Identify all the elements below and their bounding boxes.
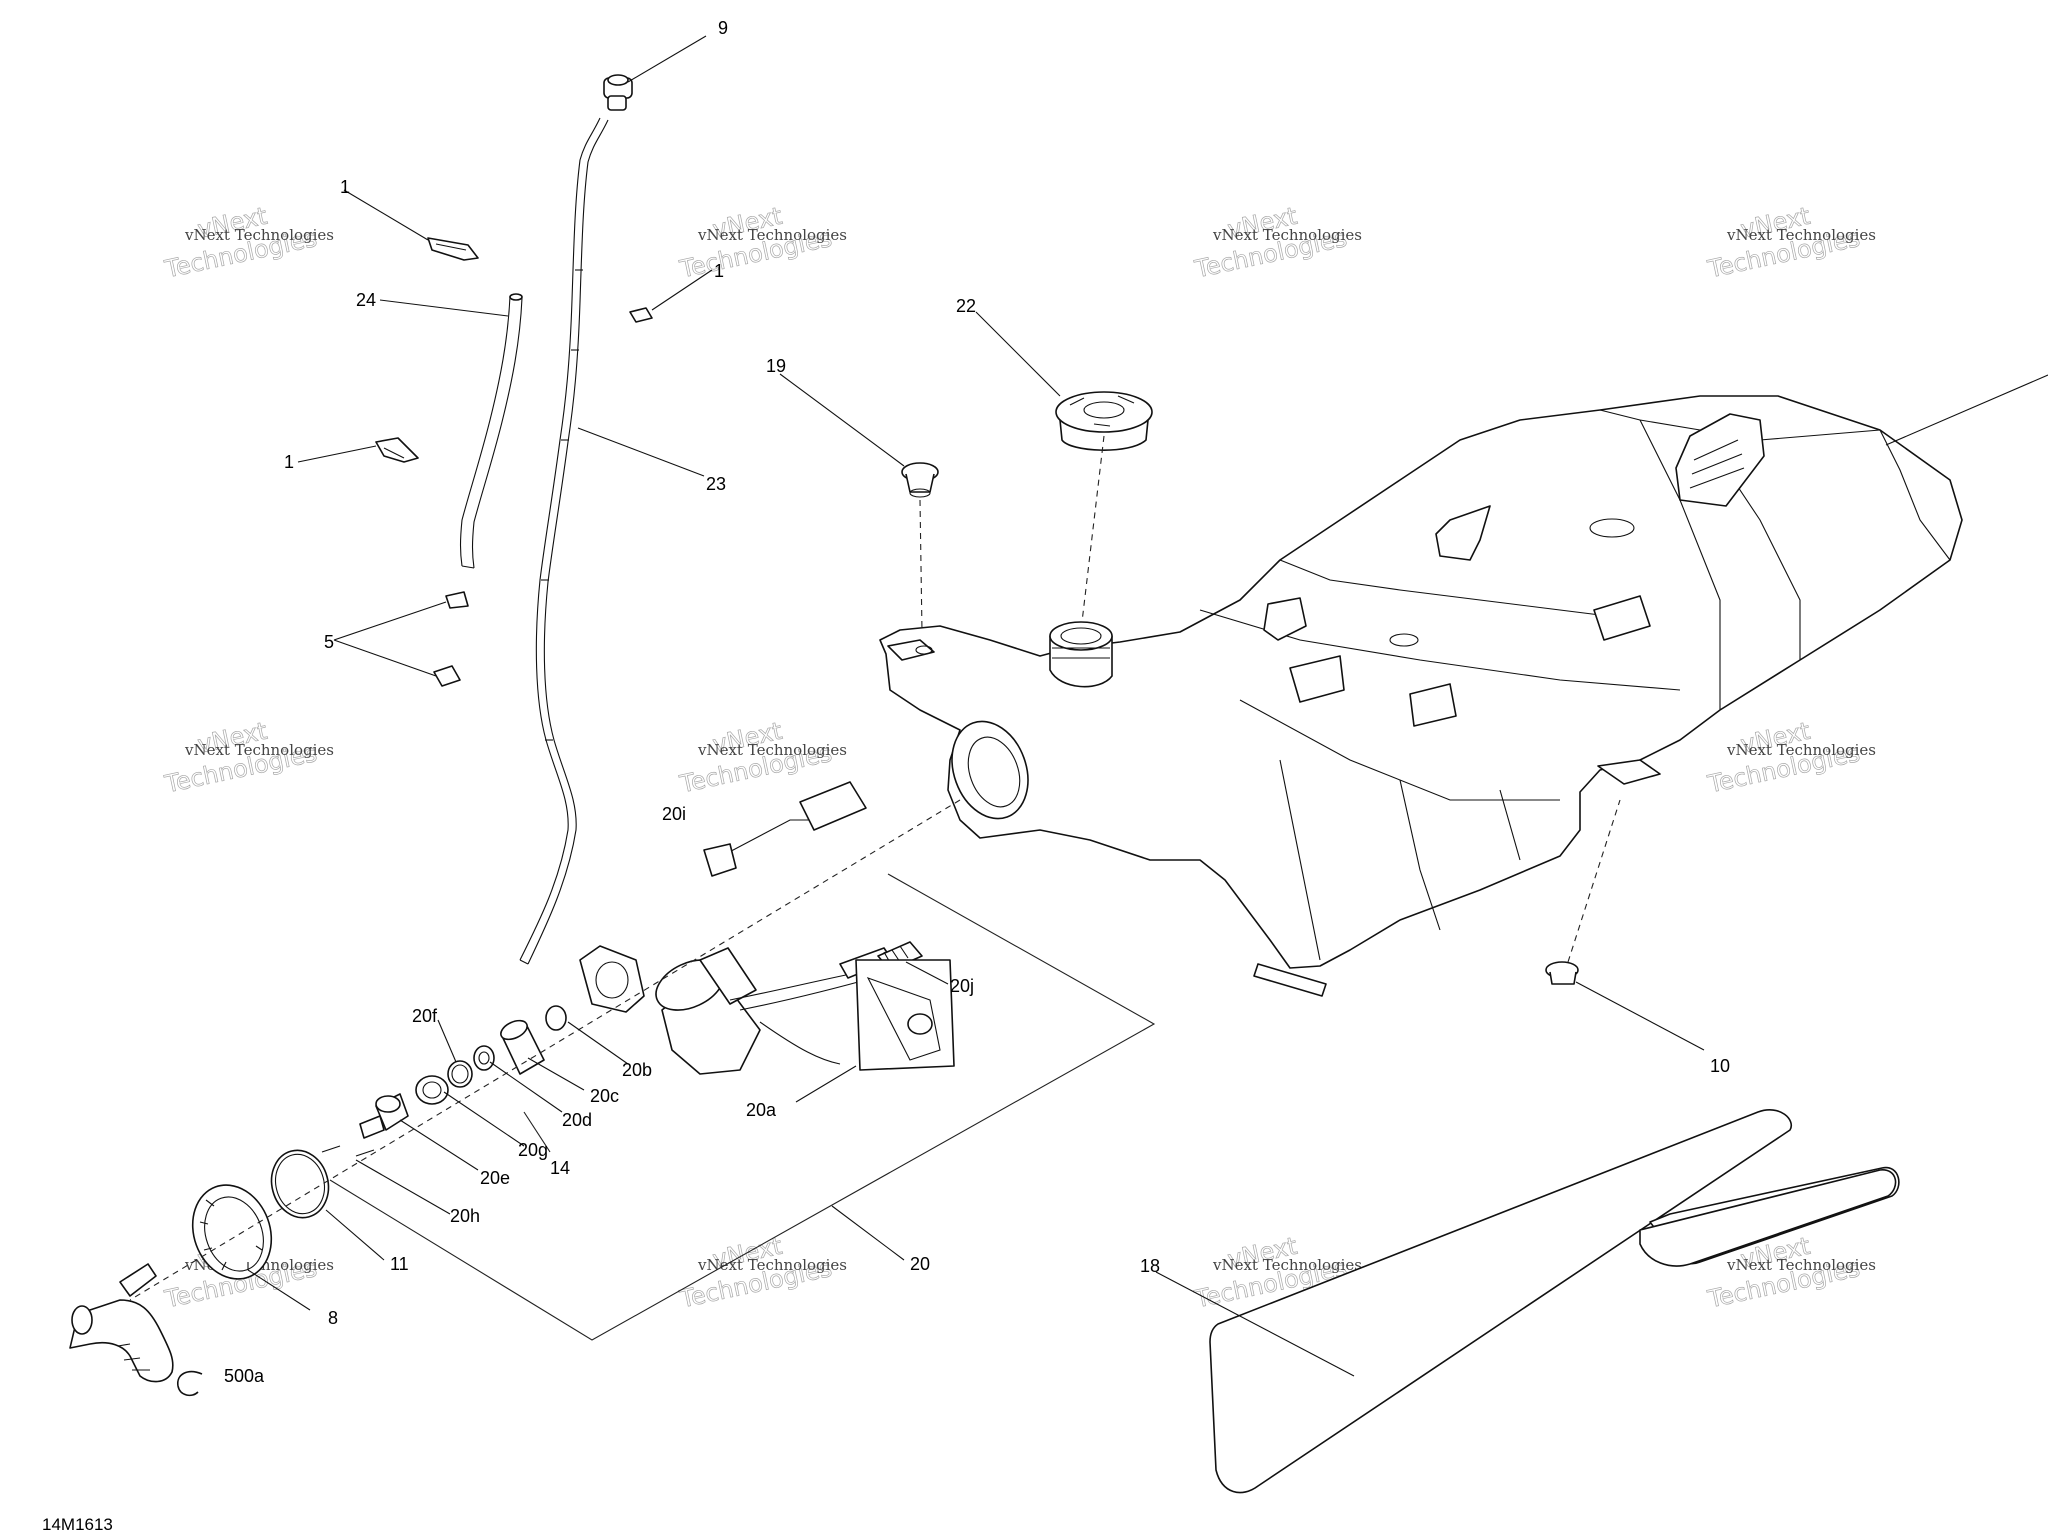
part-clip-1b [629,307,653,323]
part-grommet-19 [901,462,939,498]
callout-11: 11 [390,1254,409,1274]
callout-18: 18 [1140,1256,1160,1276]
assembly-line-22 [1081,435,1105,623]
part-clamp-5b [433,665,461,687]
callout-20j: 20j [950,976,974,996]
part-ring-20d [473,1045,495,1071]
kit-bracket-20 [329,873,1156,1341]
part-clamp-5a [445,591,469,609]
part-heat-shield-18 [1209,1109,1900,1494]
part-fuel-line-elbow [69,1263,174,1383]
part-gasket-11 [270,1149,330,1219]
callout-19: 19 [766,356,786,376]
part-hose-24 [459,293,523,569]
part-clip-1c [375,437,419,463]
callout-8: 8 [328,1308,338,1328]
watermark-text-small: vNext Technologies [1726,741,1876,759]
callout-10: 10 [1710,1056,1730,1076]
callout-20h: 20h [450,1206,480,1226]
kit-bracket-14 [523,1111,551,1153]
part-grommet-10 [1545,961,1579,985]
part-level-sender-20i [703,781,867,877]
part-filler-cap-22 [1055,391,1153,451]
part-fuel-tank [879,395,1963,997]
callout-1: 1 [284,452,294,472]
callout-9: 9 [718,18,728,38]
callout-labels: 9 1 1 1 24 23 5 22 19 20i 20j 20f 20b 20… [224,18,1730,1386]
part-inset-20a [855,959,955,1071]
assembly-line-pump [129,799,961,1301]
callout-20d: 20d [562,1110,592,1130]
assembly-line-19 [919,499,923,633]
watermark-text-small: vNext Technologies [697,741,847,759]
part-pressure-regulator-20e [359,1093,409,1139]
watermark-text-small: vNext Technologies [184,226,334,244]
part-fuel-pump-module [579,945,893,1075]
callout-5: 5 [324,632,334,652]
callout-22: 22 [956,296,976,316]
part-vent-hose-23 [519,117,609,965]
part-clip-500a [177,1370,203,1397]
watermark-text-small: vNext Technologies [1212,1256,1362,1274]
watermark-text-small: vNext Technologies [1726,226,1876,244]
callout-14: 14 [550,1158,570,1178]
callout-1: 1 [714,261,724,281]
part-seal-20g [415,1075,449,1105]
callout-20c: 20c [590,1086,619,1106]
callout-20b: 20b [622,1060,652,1080]
part-clip-1a [427,237,479,261]
callout-23: 23 [706,474,726,494]
callout-20i: 20i [662,804,686,824]
leader-lines [247,35,2048,1377]
part-lock-ring-8 [191,1184,273,1280]
callout-20a: 20a [746,1100,777,1120]
part-gasket-20b [545,1005,567,1031]
watermark-text-small: vNext Technologies [1212,226,1362,244]
part-fitting-9 [603,74,633,111]
watermark-text-small: vNext Technologies [697,1256,847,1274]
watermark-text-small: vNext Technologies [184,741,334,759]
callout-20e: 20e [480,1168,510,1188]
part-oring-20f [447,1060,473,1088]
callout-24: 24 [356,290,376,310]
figure-id: 14M1613 [42,1515,113,1534]
watermark: Technologies vNext [676,201,834,283]
callout-20: 20 [910,1254,930,1274]
callout-1: 1 [340,177,350,197]
callout-20f: 20f [412,1006,438,1026]
part-filter-20c [500,1019,545,1075]
callout-20g: 20g [518,1140,548,1160]
callout-500a: 500a [224,1366,265,1386]
watermark-text-small: vNext Technologies [697,226,847,244]
part-screw-20h [321,1145,375,1157]
watermark-text-small: vNext Technologies [1726,1256,1876,1274]
